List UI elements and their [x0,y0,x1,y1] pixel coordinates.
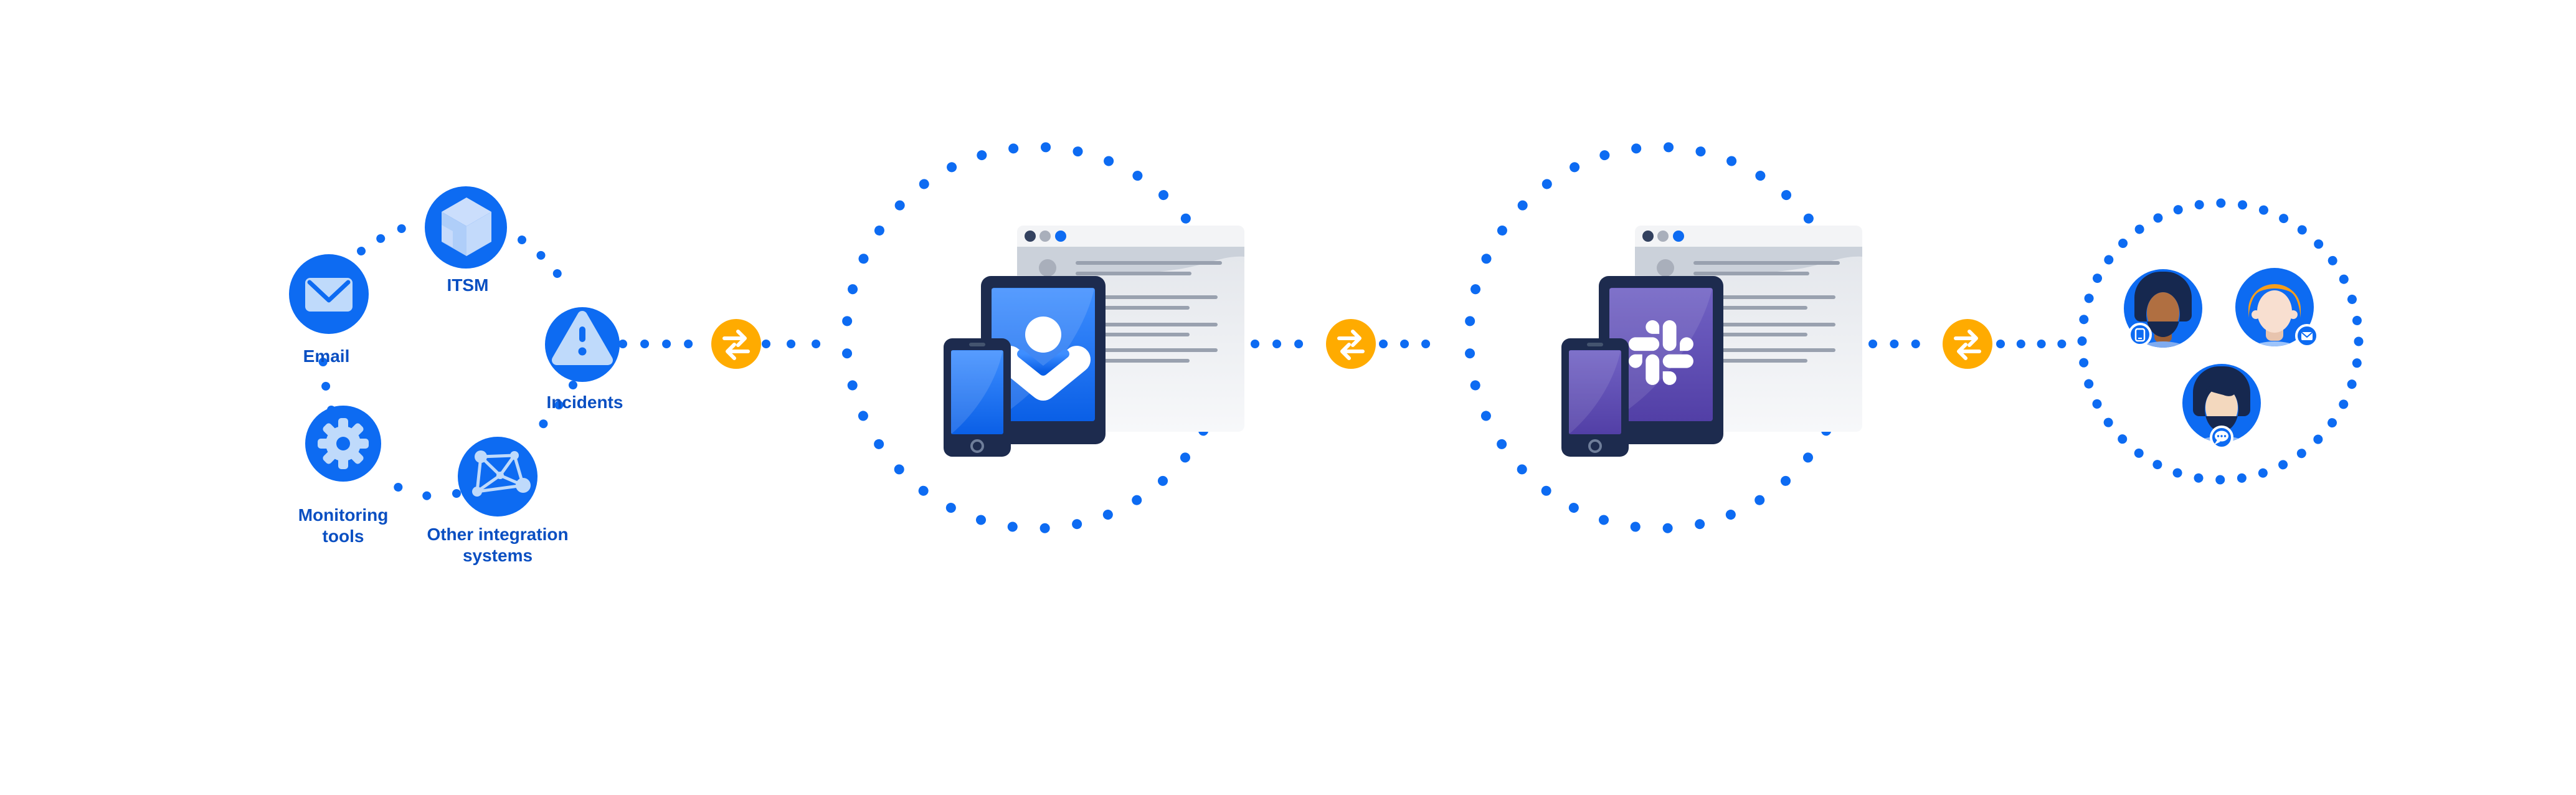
team-dotted-circle [2077,198,2364,485]
connector-1 [711,319,761,369]
network-icon [472,450,531,497]
team-member-2 [2235,268,2319,348]
source-other-label-line1: Other integration [427,525,568,544]
two-way-sync-arrows-icon [1954,330,1981,360]
source-itsm-label: ITSM [447,275,489,295]
source-monitoring-label-line2: tools [323,526,364,546]
avatar [2128,272,2198,348]
source-email-label: Email [303,346,350,366]
chat-badge-icon [2210,426,2233,449]
source-incidents: Incidents [545,307,623,412]
source-other-label-line2: systems [463,546,533,565]
phone [1561,338,1629,457]
phone [944,338,1011,457]
source-monitoring-label-line1: Monitoring [298,505,389,525]
avatar [2238,284,2311,346]
two-way-sync-arrows-icon [722,330,750,360]
tablet [1599,276,1723,444]
warning-triangle-icon [552,311,613,365]
user-icon [996,317,1091,401]
source-incidents-label: Incidents [547,393,623,412]
source-itsm: ITSM [425,186,507,295]
envelope-icon [305,278,353,312]
team-member-3 [2182,364,2261,449]
two-way-sync-arrows-icon [1337,330,1365,360]
source-monitoring-tools: Monitoring tools [298,406,389,546]
team-group [2124,268,2319,449]
tablet [981,276,1106,444]
source-other-integration: Other integration systems [427,437,569,565]
cube-icon [442,198,491,256]
home-button [970,439,984,453]
home-button [1588,439,1602,453]
team-member-1 [2124,269,2202,348]
email-badge-icon [2295,324,2319,348]
source-email: Email [289,254,369,366]
gear-icon [318,418,369,469]
connector-3 [1943,319,1992,369]
source-tools-cluster: Email ITSM Incidents [289,186,623,565]
slack-app-group [1561,226,1862,457]
incident-app-group [944,226,1244,457]
phone-badge-icon [2128,323,2152,346]
connector-2 [1326,319,1376,369]
